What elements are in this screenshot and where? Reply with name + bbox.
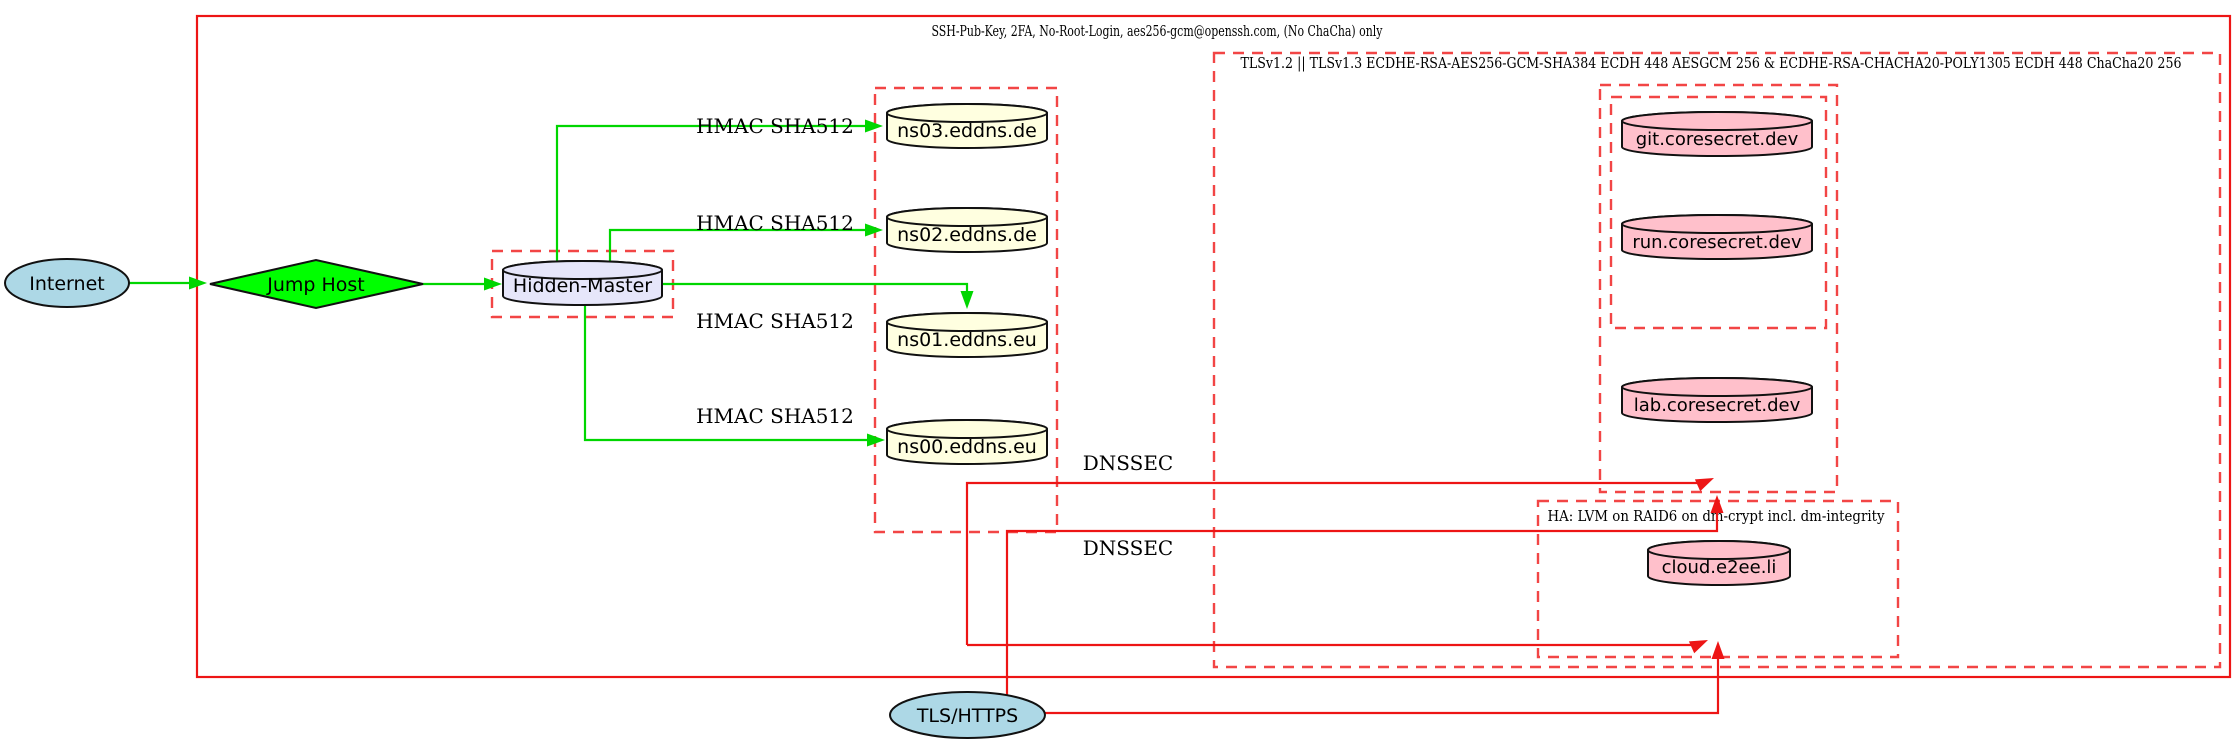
node-ns02: ns02.eddns.de (886, 207, 1048, 253)
tls-https-label: TLS/HTTPS (916, 705, 1018, 727)
node-ns00: ns00.eddns.eu (886, 419, 1048, 465)
arrowhead (189, 276, 207, 290)
edge-hiddenmaster-to-ns02 (608, 223, 883, 262)
edge-dnssec-to-ha-cluster (967, 640, 1708, 654)
ns03-label: ns03.eddns.de (897, 120, 1037, 142)
arrowhead (867, 433, 885, 447)
hmac-label-ns03: HMAC SHA512 (696, 114, 854, 138)
node-internet: Internet (4, 258, 130, 308)
edge-hiddenmaster-to-ns00 (583, 303, 885, 447)
hmac-label-ns01: HMAC SHA512 (696, 309, 854, 333)
arrowhead (1711, 641, 1725, 659)
dns-cluster-box (873, 86, 1059, 534)
cylinder-top (1621, 214, 1813, 234)
hidden-master-label: Hidden-Master (513, 275, 652, 297)
edge-jumphost-to-hiddenmaster (423, 277, 502, 291)
arrowhead (484, 277, 502, 291)
arrowhead (1688, 640, 1708, 654)
edge-tlshttps-to-coresecret-cluster (1005, 495, 1724, 695)
tls-cluster-box (1212, 51, 2222, 669)
node-git-coresecret: git.coresecret.dev (1621, 111, 1813, 157)
cylinder-top (886, 312, 1048, 332)
outer-cluster-label: SSH-Pub-Key, 2FA, No-Root-Login, aes256-… (932, 22, 1383, 40)
ns01-label: ns01.eddns.eu (897, 329, 1037, 351)
edge-dnssec-to-coresecret-cluster (965, 478, 1714, 645)
arrowhead (960, 291, 974, 309)
cylinder-top (502, 260, 663, 280)
edge-hiddenmaster-to-ns01 (663, 282, 974, 309)
node-run-coresecret: run.coresecret.dev (1621, 214, 1813, 260)
cloud-label: cloud.e2ee.li (1662, 557, 1777, 578)
arrowhead (1694, 478, 1714, 492)
arrowhead (1710, 495, 1724, 513)
internet-label: Internet (29, 273, 104, 295)
lab-label: lab.coresecret.dev (1634, 395, 1801, 416)
ns02-label: ns02.eddns.de (897, 224, 1037, 246)
dnssec-label-1: DNSSEC (1083, 451, 1174, 475)
cylinder-top (886, 207, 1048, 227)
edge-hiddenmaster-to-ns03 (555, 119, 883, 262)
cylinder-top (886, 419, 1048, 439)
git-label: git.coresecret.dev (1636, 129, 1799, 150)
node-tls-https: TLS/HTTPS (889, 691, 1046, 739)
cylinder-top (1621, 377, 1813, 397)
cylinder-top (886, 103, 1048, 123)
edge-internet-to-jumphost (129, 276, 207, 290)
git-run-cluster-box (1609, 95, 1828, 330)
node-cloud-e2ee: cloud.e2ee.li (1647, 540, 1791, 586)
dnssec-label-2: DNSSEC (1083, 536, 1174, 560)
node-lab-coresecret: lab.coresecret.dev (1621, 377, 1813, 423)
jump-host-label: Jump Host (266, 274, 365, 296)
arrowhead (865, 119, 883, 133)
node-ns01: ns01.eddns.eu (886, 312, 1048, 358)
coresecret-cluster-box (1598, 83, 1839, 494)
edge-tlshttps-to-ha-cluster (1045, 641, 1725, 715)
hmac-label-ns02: HMAC SHA512 (696, 211, 854, 235)
tls-cluster-label: TLSv1.2 || TLSv1.3 ECDHE-RSA-AES256-GCM-… (1241, 54, 2182, 72)
cylinder-top (1621, 111, 1813, 131)
run-label: run.coresecret.dev (1632, 232, 1802, 253)
cylinder-top (1647, 540, 1791, 560)
node-ns03: ns03.eddns.de (886, 103, 1048, 149)
outer-ssh-cluster-box (195, 14, 2232, 679)
arrowhead (865, 223, 883, 237)
node-jump-host: Jump Host (209, 258, 424, 310)
node-hidden-master: Hidden-Master (502, 260, 663, 306)
hmac-label-ns00: HMAC SHA512 (696, 404, 854, 428)
ns00-label: ns00.eddns.eu (897, 436, 1037, 458)
